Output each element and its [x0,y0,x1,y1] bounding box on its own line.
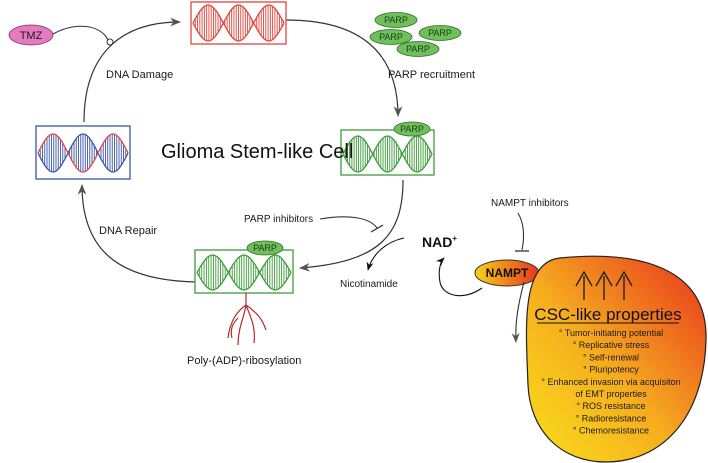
arc-parylation [298,179,404,272]
parp-inhibitor-arrow [319,216,378,229]
tmz-link [52,25,109,41]
dna-box-repaired [35,125,131,180]
label-poly-adp-ribosylation: Poly-(ADP)-ribosylation [187,355,301,367]
nampt-inhibitor-arrow [517,212,525,251]
dna-box-parylation: PARP [194,240,294,346]
label-parp-recruitment: PARP recruitment [388,69,475,81]
arc-repair [77,183,196,283]
tmz-label: TMZ [20,30,43,42]
label-parp-inhibitors: PARP inhibitors [244,214,313,225]
csc-property-item: ° Tumor-initiating potential [559,328,663,338]
csc-title: CSC-like properties [534,305,681,324]
nampt-label: NAMPT [486,266,529,280]
csc-property-list: ° Tumor-initiating potential ° Replicativ… [541,328,680,436]
csc-property-item: ° Radioresistance [576,413,647,423]
svg-text:PARP: PARP [384,15,408,25]
nampt-loop [435,257,483,297]
upregulation-arrows [575,270,633,300]
csc-property-item: of EMT properties [575,389,647,399]
dna-strand [37,133,129,173]
label-nampt-inhibitors: NAMPT inhibitors [491,198,569,209]
csc-property-item: ° ROS resistance [576,401,645,411]
label-nicotinamide: Nicotinamide [340,279,398,290]
dna-strand [196,254,292,291]
csc-property-item: ° Replicative stress [573,340,650,350]
diagram-title: Glioma Stem-like Cell [161,141,353,163]
svg-text:PARP: PARP [406,44,430,54]
nampt-node: NAMPT [474,259,540,287]
parp-pill [393,121,431,137]
parp-label: PARP [400,124,424,134]
nampt-to-csc-arrow [511,281,525,343]
dna-strand [342,135,433,173]
dna-strand [196,254,292,291]
svg-text:PARP: PARP [428,28,452,38]
parp-label: PARP [253,243,277,253]
dna-strand [192,4,285,42]
dna-strand [192,4,285,42]
dna-box-parp-recruited: PARP [340,121,435,176]
nicotinamide-arrow [366,237,405,271]
dna-box-damage [190,1,287,45]
label-dna-repair: DNA Repair [99,225,157,237]
parp-pill [246,240,284,256]
csc-properties-panel: CSC-like properties ° Tumor-initiating p… [511,255,707,463]
csc-property-item: ° Self-renewal [583,352,639,362]
tmz-node: TMZ [8,24,114,46]
arc-damage [83,17,182,123]
arc-recruitment [285,19,403,118]
csc-property-item: ° Enhanced invasion via acquisiton [541,377,680,387]
label-dna-damage: DNA Damage [106,69,173,81]
csc-property-item: ° Pluripotency [583,365,639,375]
csc-property-item: ° Chemoresistance [573,426,649,436]
svg-text:PARP: PARP [379,32,403,42]
dna-strand [37,133,129,173]
nad-label: NAD+ [422,234,457,250]
parp-cluster: PARP PARP PARP PARP [369,12,462,57]
par-chains [227,293,267,346]
